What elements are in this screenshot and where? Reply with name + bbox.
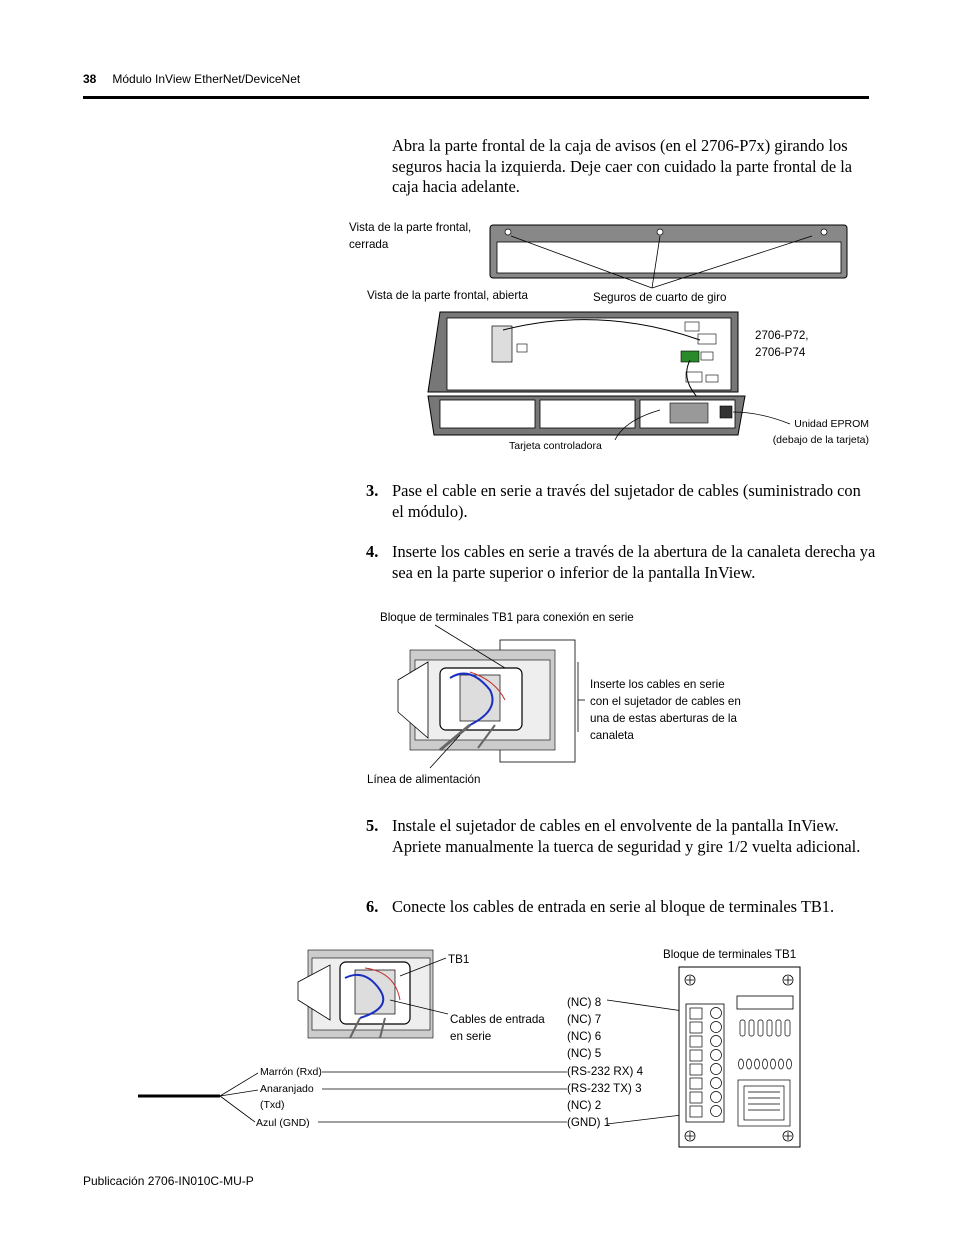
tb1-terminal-block — [678, 966, 801, 1148]
label-latches: Seguros de cuarto de giro — [593, 291, 727, 304]
label-model: 2706-P72,2706-P74 — [755, 329, 809, 359]
page-number: 38 — [83, 72, 97, 86]
header-title: Módulo InView EtherNet/DeviceNet — [112, 72, 301, 86]
closed-front-panel — [489, 224, 848, 289]
label-front-closed: Vista de la parte frontal,cerrada — [349, 221, 472, 251]
label-wire-brown: Marrón (Rxd) — [260, 1066, 322, 1078]
pin-3: (RS-232 TX) 3 — [567, 1082, 642, 1095]
label-controller-card: Tarjeta controladora — [509, 440, 602, 452]
label-front-open: Vista de la parte frontal, abierta — [367, 289, 528, 302]
step-6: 6.Conecte los cables de entrada en serie… — [366, 897, 835, 916]
label-tb1-serial: Bloque de terminales TB1 para conexión e… — [380, 611, 634, 624]
step-4: 4.Inserte los cables en serie a través d… — [366, 542, 876, 582]
figure-enclosure-diagram — [427, 224, 848, 441]
step-5: 5.Instale el sujetador de cables en el e… — [366, 816, 861, 856]
label-power-line: Línea de alimentación — [367, 773, 481, 786]
footer-publication: Publicación 2706-IN010C-MU-P — [83, 1174, 254, 1188]
pin-7: (NC) 7 — [567, 1013, 602, 1026]
running-header: 38 Módulo InView EtherNet/DeviceNet — [83, 72, 300, 86]
pin-1: (GND) 1 — [567, 1116, 611, 1129]
label-block-title: Bloque de terminales TB1 — [663, 948, 797, 961]
figure-terminal-wiring — [138, 949, 801, 1148]
label-tb1: TB1 — [448, 953, 470, 966]
header-rule — [83, 96, 869, 99]
figure-cable-insertion — [397, 624, 585, 769]
open-enclosure — [427, 311, 791, 441]
pin-4: (RS-232 RX) 4 — [567, 1065, 644, 1078]
label-wire-orange: Anaranjado(Txd) — [260, 1083, 314, 1111]
intro-paragraph: Abra la parte frontal de la caja de avis… — [392, 136, 853, 196]
pin-5: (NC) 5 — [567, 1047, 602, 1060]
step-3: 3.Pase el cable en serie a través del su… — [366, 481, 861, 521]
pin-6: (NC) 6 — [567, 1030, 602, 1043]
pin-8: (NC) 8 — [567, 996, 602, 1009]
pin-2: (NC) 2 — [567, 1099, 602, 1112]
label-wire-blue: Azul (GND) — [256, 1117, 310, 1129]
label-eprom: Unidad EPROM(debajo de la tarjeta) — [772, 418, 869, 446]
